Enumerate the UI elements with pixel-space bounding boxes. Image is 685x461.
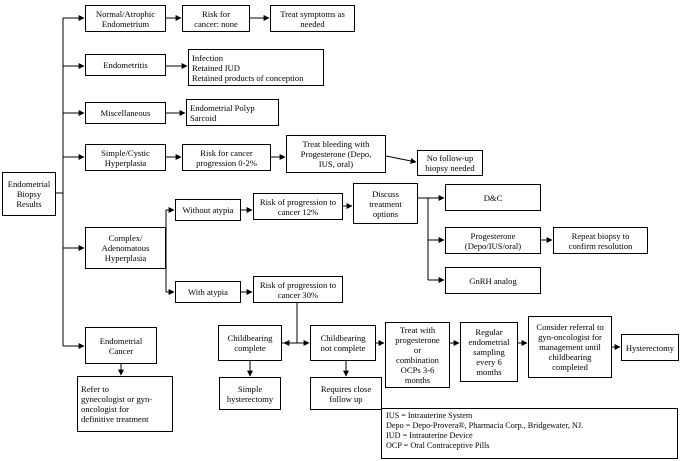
legend-item: Depo = Depo-Provera®, Pharmacia Corp., B… xyxy=(386,421,584,430)
simple-risk-box: Risk for cancer progression 0-2% xyxy=(182,144,271,171)
no-follow-up-box: No follow-up biopsy needed xyxy=(417,150,483,176)
treat-bleeding-box: Treat bleeding with Progesterone (Depo, … xyxy=(286,135,386,173)
refer-gynecologist-box: Refer to gynecologist or gyn- oncologist… xyxy=(77,376,173,432)
miscellaneous-detail-box: Endometrial Polyp Sarcoid xyxy=(186,99,279,126)
gnrh-analog-box: GnRH analog xyxy=(445,267,541,294)
legend-item: IUD = Intrauterine Device xyxy=(386,431,473,440)
childbearing-complete-box: Childbearing complete xyxy=(218,325,282,361)
complex-hyperplasia-box: Complex/ Adenomatous Hyperplasia xyxy=(85,227,166,269)
miscellaneous-box: Miscellaneous xyxy=(85,102,166,124)
regular-sampling-box: Regular endometrial sampling every 6 mon… xyxy=(460,322,518,382)
without-atypia-box: Without atypia xyxy=(175,199,241,221)
endometritis-detail-box: Infection Retained IUD Retained products… xyxy=(188,49,324,86)
progesterone-box: Progesterone (Depo/IUS/oral) xyxy=(445,227,541,254)
risk-30-box: Risk of progression to cancer 30% xyxy=(253,276,343,303)
dc-box: D&C xyxy=(445,184,541,211)
legend-item: OCP = Oral Contraceptive Pills xyxy=(386,441,490,450)
endometrial-biopsy-results-box: Endometrial Biopsy Results xyxy=(2,172,56,216)
treat-progesterone-box: Treat with progesterone or combination O… xyxy=(385,322,450,388)
normal-atrophic-box: Normal/Atrophic Endometrium xyxy=(85,5,166,32)
normal-risk-box: Risk for cancer: none xyxy=(182,5,250,32)
simple-hysterectomy-box: Simple hysterectomy xyxy=(219,377,281,410)
repeat-biopsy-box: Repeat biopsy to confirm resolution xyxy=(553,227,648,254)
hysterectomy-box: Hysterectomy xyxy=(621,334,679,361)
endometritis-box: Endometritis xyxy=(85,54,166,76)
with-atypia-box: With atypia xyxy=(175,281,241,303)
endometrial-cancer-box: Endometrial Cancer xyxy=(85,327,157,364)
risk-12-box: Risk of progression to cancer 12% xyxy=(253,193,343,220)
abbreviation-legend: IUS = Intrauterine System Depo = Depo-Pr… xyxy=(381,408,678,459)
childbearing-not-complete-box: Childbearing not complete xyxy=(310,325,376,361)
legend-item: IUS = Intrauterine System xyxy=(386,411,473,420)
treat-symptoms-box: Treat symptoms as needed xyxy=(270,5,355,32)
discuss-options-box: Discuss treatment options xyxy=(353,183,418,224)
requires-close-follow-up-box: Requires close follow up xyxy=(310,377,382,410)
consider-referral-box: Consider referral to gyn-oncologist for … xyxy=(528,316,612,378)
simple-cystic-hyperplasia-box: Simple/Cystic Hyperplasia xyxy=(85,144,166,171)
